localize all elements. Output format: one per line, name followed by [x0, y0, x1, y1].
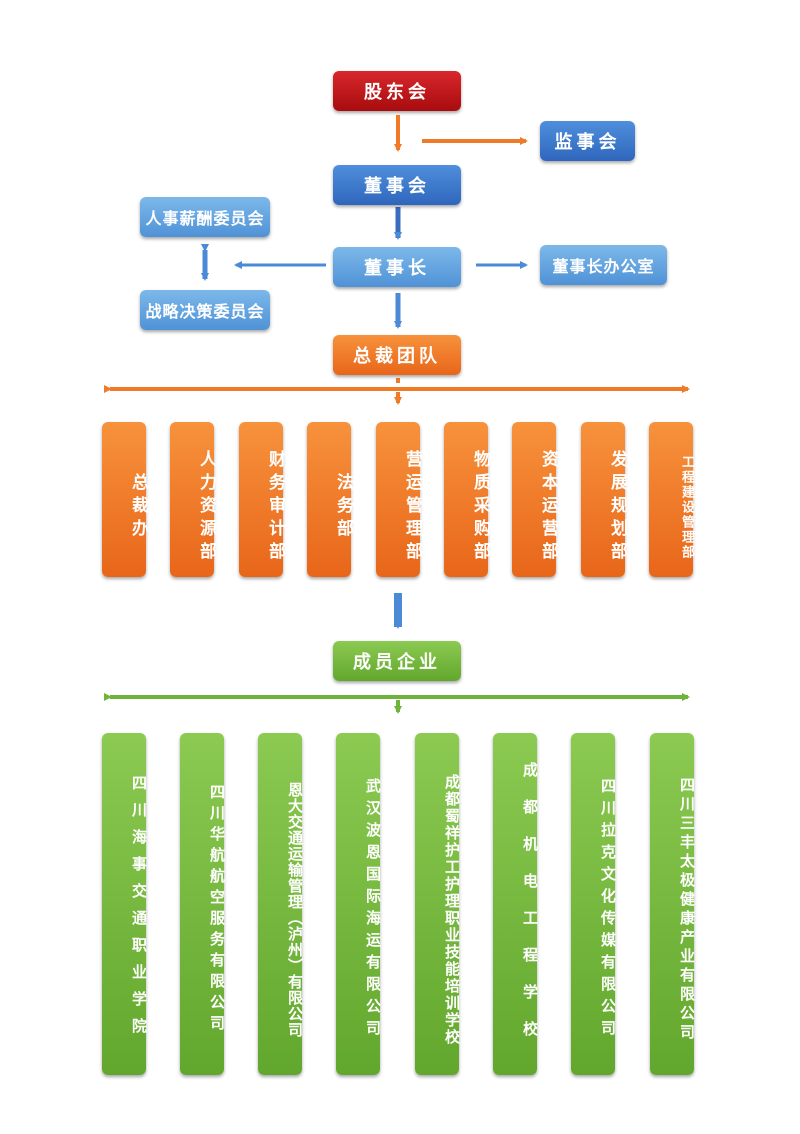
member-4: 武汉波恩国际海运有限公司	[336, 733, 382, 1075]
dept-capital: 资本运营部	[512, 422, 558, 577]
dept-hr: 人力资源部	[170, 422, 216, 577]
dept-planning: 发展规划部	[581, 422, 627, 577]
member-3: 恩大交通运输管理（泸州）有限公司	[258, 733, 304, 1075]
member-5: 成都蜀祥护工护理职业技能培训学校	[415, 733, 461, 1075]
member-2: 四川华航航空服务有限公司	[180, 733, 226, 1075]
president-team-box: 总裁团队	[333, 335, 461, 375]
supervisors-box: 监事会	[540, 121, 635, 161]
dept-engineering: 工程建设管理部	[649, 422, 694, 577]
dept-legal: 法务部	[307, 422, 353, 577]
dept-procurement: 物质采购部	[444, 422, 490, 577]
member-enterprises-box: 成员企业	[333, 641, 461, 681]
chairman-box: 董事长	[333, 247, 461, 287]
member-8: 四川三丰太极健康产业有限公司	[650, 733, 696, 1075]
chairman-office-box: 董事长办公室	[540, 245, 667, 285]
dept-general-office: 总裁办	[102, 422, 148, 577]
board-box: 董事会	[333, 165, 461, 205]
dept-finance-audit: 财务审计部	[239, 422, 285, 577]
member-6: 成都机电工程学校	[493, 733, 539, 1075]
member-7: 四川拉克文化传媒有限公司	[571, 733, 617, 1075]
member-1: 四川海事交通职业学院	[102, 733, 148, 1075]
strategy-committee-box: 战略决策委员会	[140, 290, 270, 330]
hr-committee-box: 人事薪酬委员会	[140, 197, 270, 237]
shareholders-box: 股东会	[333, 71, 461, 111]
dept-operations: 营运管理部	[376, 422, 422, 577]
